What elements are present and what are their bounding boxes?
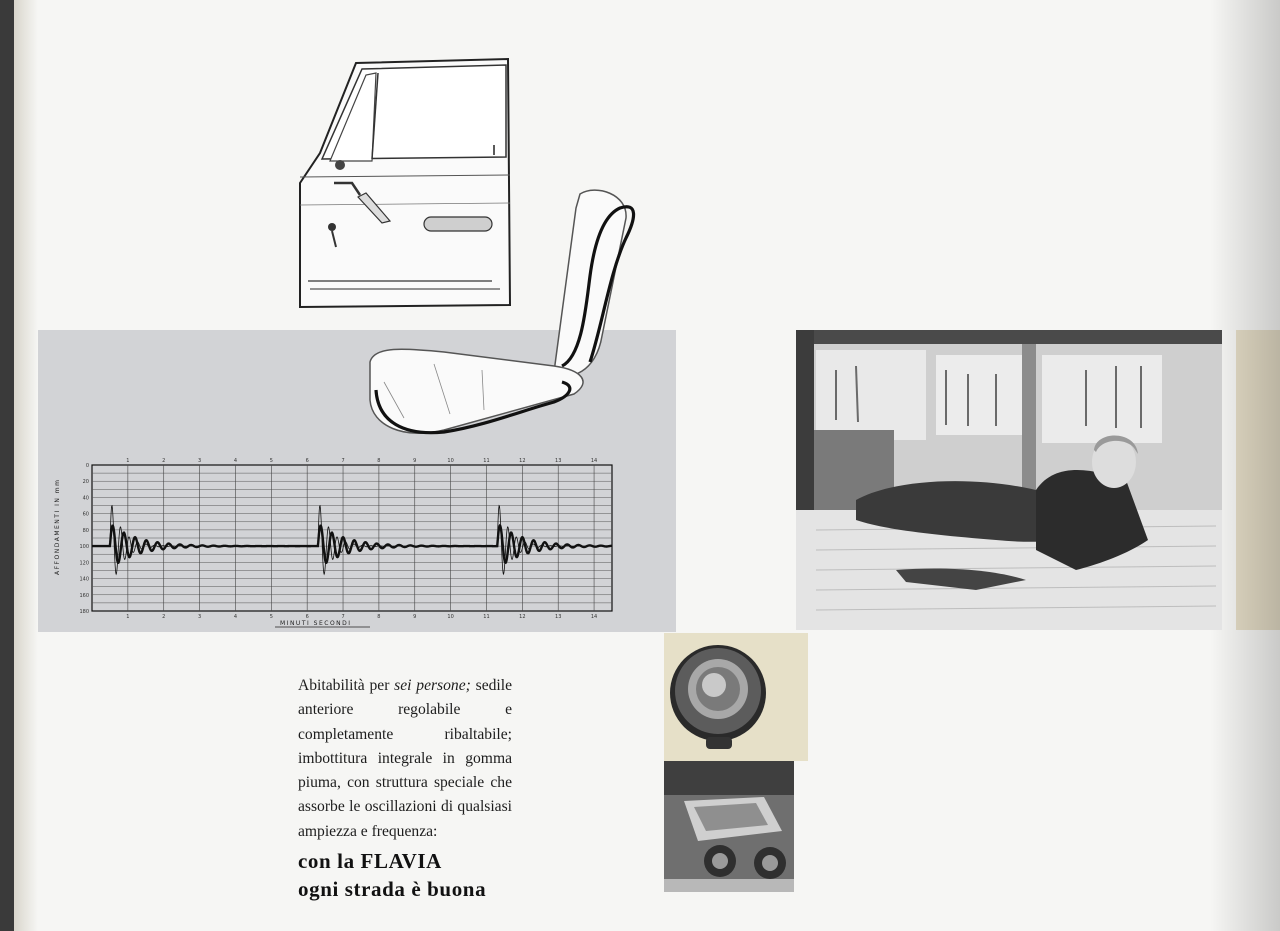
chart-x-tick-label: 13 xyxy=(555,458,561,464)
chart-x-tick-label: 14 xyxy=(591,614,597,620)
chart-x-tick-label: 6 xyxy=(306,614,309,620)
chart-x-tick-label: 13 xyxy=(555,614,561,620)
chart-x-tick-label: 12 xyxy=(519,614,525,620)
chart-y-tick-label: 180 xyxy=(79,609,89,615)
chart-y-tick-label: 100 xyxy=(79,544,89,550)
interior-photo-scene xyxy=(796,330,1222,630)
chart-y-axis-label: AFFONDAMENTI IN mm xyxy=(54,479,61,576)
chart-x-tick-label: 6 xyxy=(306,458,309,464)
interior-photo xyxy=(796,330,1222,630)
chart-x-tick-label: 8 xyxy=(377,458,380,464)
chart-x-tick-label: 7 xyxy=(341,458,344,464)
chart-x-tick-label: 5 xyxy=(270,614,273,620)
chart-x-tick-label: 8 xyxy=(377,614,380,620)
chart-x-tick-label: 4 xyxy=(234,614,237,620)
headline-line-2: ogni strada è buona xyxy=(298,877,487,901)
intro-italic-text: sei persone; xyxy=(394,677,471,694)
chart-x-tick-label: 12 xyxy=(519,458,525,464)
chart-x-tick-label: 5 xyxy=(270,458,273,464)
knob-photo xyxy=(664,633,794,761)
chart-x-axis-label: MINUTI SECONDI xyxy=(280,620,352,627)
chart-series-group xyxy=(92,504,613,576)
chart-y-tick-label: 120 xyxy=(79,560,89,566)
body-text: sedile anteriore regolabile e completame… xyxy=(298,677,512,840)
chart-x-tick-label: 11 xyxy=(483,614,489,620)
chart-x-tick-label: 3 xyxy=(198,614,201,620)
vent-controls-photo-scene xyxy=(664,761,794,892)
headline: con la FLAVIA ogni strada è buona xyxy=(298,847,514,903)
chart-x-tick-label: 11 xyxy=(483,458,489,464)
chart-series-line-bold xyxy=(92,523,613,565)
body-paragraph: Abitabilità per sei persone; sedile ante… xyxy=(298,674,512,844)
chart-x-tick-label: 4 xyxy=(234,458,237,464)
chart-x-tick-label: 7 xyxy=(341,614,344,620)
intro-text: Abitabilità per xyxy=(298,677,395,694)
chart-x-tick-label: 2 xyxy=(162,458,165,464)
chart-x-tick-label: 1 xyxy=(126,458,129,464)
seat-drawing xyxy=(369,189,636,435)
vent-controls-photo xyxy=(664,761,794,892)
chart-x-tick-label: 3 xyxy=(198,458,201,464)
chart-y-tick-label: 160 xyxy=(79,593,89,599)
chart-y-tick-label: 80 xyxy=(83,528,89,534)
chart-y-tick-label: 140 xyxy=(79,577,89,583)
chart-y-tick-labels: 0 20 40 60 80 100 120 140 160 180 xyxy=(79,463,89,615)
chart-x-tick-label: 10 xyxy=(447,614,453,620)
beige-background-strip xyxy=(1236,330,1280,630)
chart-y-tick-label: 20 xyxy=(83,479,89,485)
chart-x-tick-label: 2 xyxy=(162,614,165,620)
chart-x-tick-label: 10 xyxy=(447,458,453,464)
headline-line-1: con la FLAVIA xyxy=(298,849,442,873)
chart-x-tick-label: 1 xyxy=(126,614,129,620)
body-copy: Abitabilità per sei persone; sedile ante… xyxy=(298,674,512,844)
page-binding-edge xyxy=(14,0,38,931)
chart-x-tick-label: 9 xyxy=(413,458,416,464)
chart-y-tick-label: 40 xyxy=(83,495,89,501)
chart-y-tick-label: 60 xyxy=(83,512,89,518)
door-drawing xyxy=(299,57,512,309)
chart-y-tick-label: 0 xyxy=(86,463,89,469)
chart-x-tick-label: 9 xyxy=(413,614,416,620)
knob-photo-scene xyxy=(664,633,794,761)
chart-x-tick-label: 14 xyxy=(591,458,597,464)
